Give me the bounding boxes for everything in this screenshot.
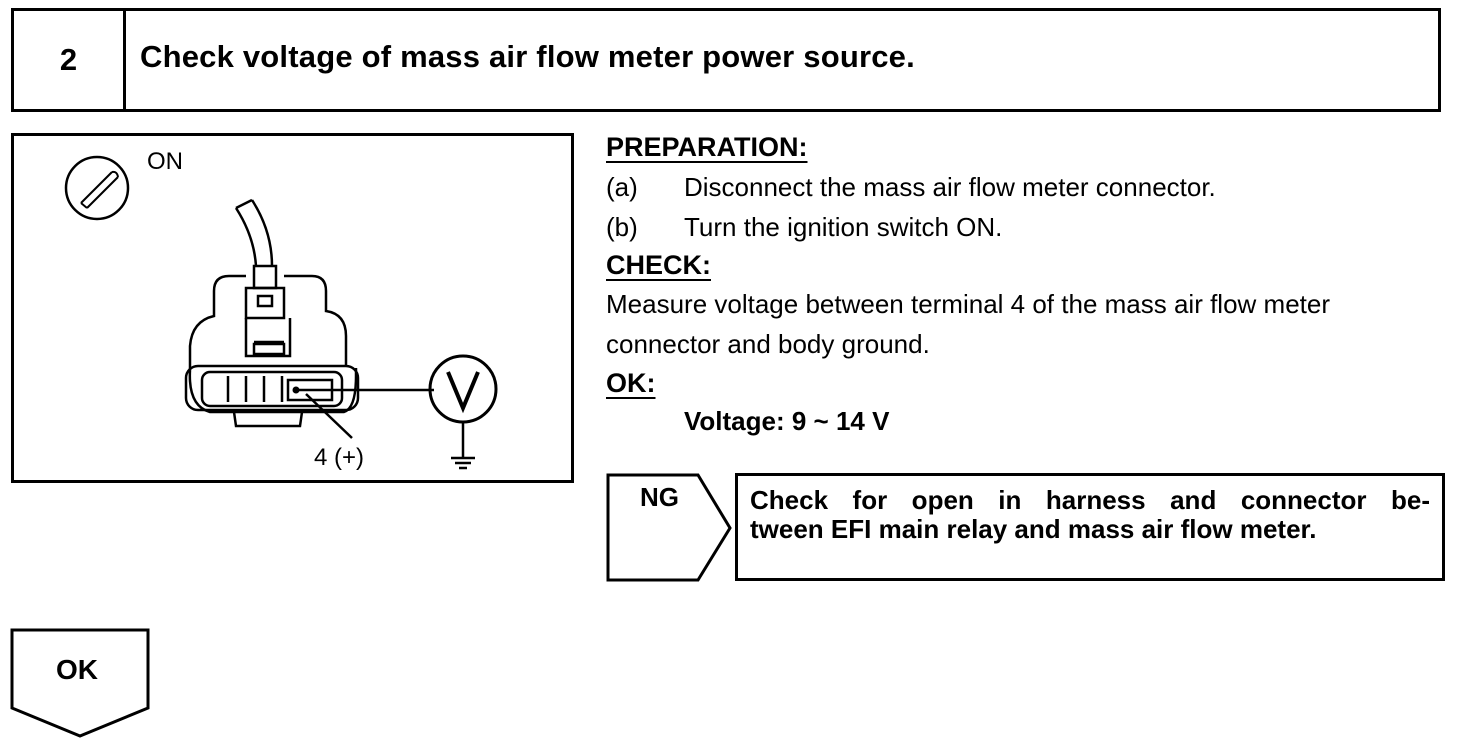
prep-item-a-text: Disconnect the mass air flow meter conne…: [684, 172, 1216, 202]
wire-harness: [234, 198, 274, 267]
test-probe: [296, 388, 434, 439]
check-heading: CHECK:: [606, 250, 711, 280]
ng-action-box: Check for open in harness and connector …: [735, 473, 1445, 581]
prep-item-a-letter: (a): [606, 172, 638, 202]
connector-body: [184, 264, 360, 428]
voltage-spec: Voltage: 9 ~ 14 V: [684, 406, 890, 436]
prep-item-b-letter: (b): [606, 212, 638, 242]
probe-tip: [292, 386, 300, 394]
check-line-1: Measure voltage between terminal 4 of th…: [606, 289, 1331, 319]
prep-item-b-text: Turn the ignition switch ON.: [684, 212, 1003, 242]
ignition-on-label: ON: [147, 148, 183, 175]
voltmeter-icon: [428, 354, 498, 424]
step-title: Check voltage of mass air flow meter pow…: [140, 39, 915, 74]
ng-label: NG: [640, 482, 679, 512]
terminal-label: 4 (+): [314, 444, 365, 471]
ng-action-line-1: Check for open in harness and connector …: [750, 485, 1430, 515]
ok-heading: OK:: [606, 368, 656, 398]
check-line-2: connector and body ground.: [606, 329, 930, 359]
ng-action-line-2: tween EFI main relay and mass air flow m…: [750, 514, 1317, 544]
ok-next-label: OK: [56, 654, 98, 685]
step-number: 2: [14, 11, 126, 109]
ok-arrow-box: [10, 628, 150, 738]
connector-illustration: ON 4 (+): [11, 133, 574, 483]
ground-icon: [451, 422, 475, 470]
ignition-key-icon: [64, 155, 130, 221]
ng-arrow-box: [606, 473, 732, 582]
connector-diagram: [64, 155, 498, 470]
preparation-heading: PREPARATION:: [606, 132, 808, 162]
step-header: 2 Check voltage of mass air flow meter p…: [11, 8, 1441, 112]
